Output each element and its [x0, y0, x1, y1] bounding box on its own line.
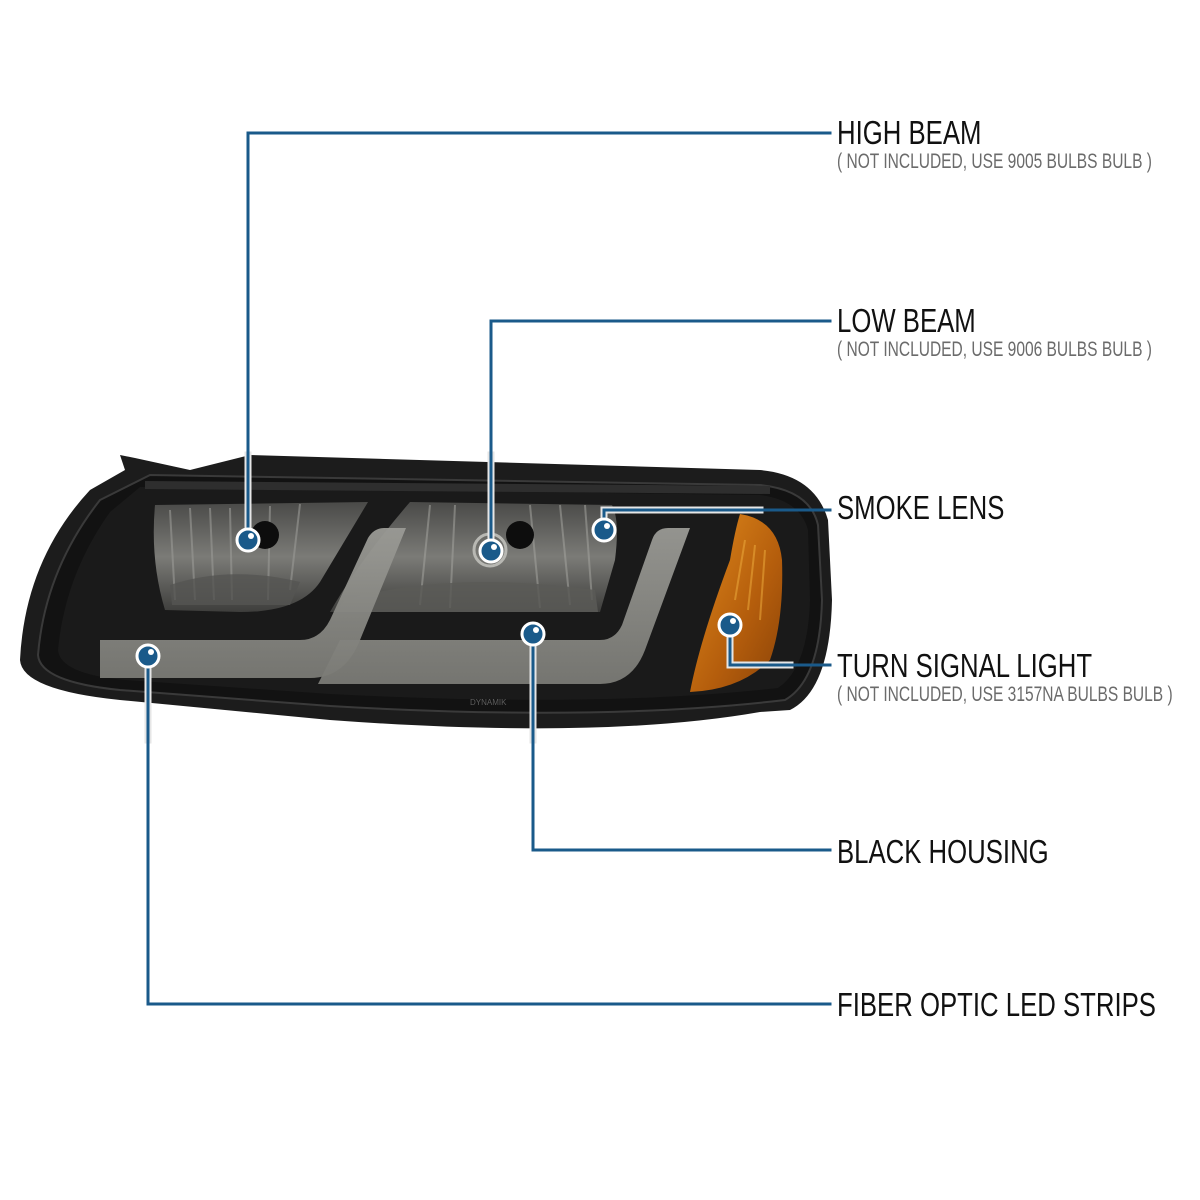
callout-note: ( NOT INCLUDED, USE 3157NA BULBS BULB ): [837, 683, 1173, 706]
turn-signal-amber-lens: [690, 514, 783, 692]
callout-title: TURN SIGNAL LIGHT: [837, 647, 1093, 684]
marker-low-beam: [478, 538, 504, 564]
marker-fiber-optic: [135, 643, 161, 669]
callout-markers: [135, 517, 743, 669]
marker-high-beam: [235, 527, 261, 553]
callout-low-beam: LOW BEAM ( NOT INCLUDED, USE 9006 BULBS …: [837, 303, 1200, 361]
callout-turn-signal-light: TURN SIGNAL LIGHT ( NOT INCLUDED, USE 31…: [837, 648, 1200, 706]
marker-turn-signal: [717, 612, 743, 638]
callout-title: LOW BEAM: [837, 302, 976, 339]
fiber-optic-led-strip-shapes: [100, 528, 690, 684]
callout-smoke-lens: SMOKE LENS: [837, 490, 1052, 526]
housing-brand-marking: DYNAMIK: [470, 698, 507, 707]
callout-title: SMOKE LENS: [837, 489, 1005, 526]
callout-title: BLACK HOUSING: [837, 833, 1049, 870]
callout-note: ( NOT INCLUDED, USE 9006 BULBS BULB ): [837, 338, 1152, 361]
marker-black-housing: [520, 621, 546, 647]
callout-title: FIBER OPTIC LED STRIPS: [837, 986, 1156, 1023]
callout-black-housing: BLACK HOUSING: [837, 834, 1108, 870]
callout-title: HIGH BEAM: [837, 114, 982, 151]
callout-note: ( NOT INCLUDED, USE 9005 BULBS BULB ): [837, 150, 1152, 173]
marker-smoke-lens: [591, 517, 617, 543]
callout-high-beam: HIGH BEAM ( NOT INCLUDED, USE 9005 BULBS…: [837, 115, 1200, 173]
callout-fiber-optic-led-strips: FIBER OPTIC LED STRIPS: [837, 987, 1200, 1023]
